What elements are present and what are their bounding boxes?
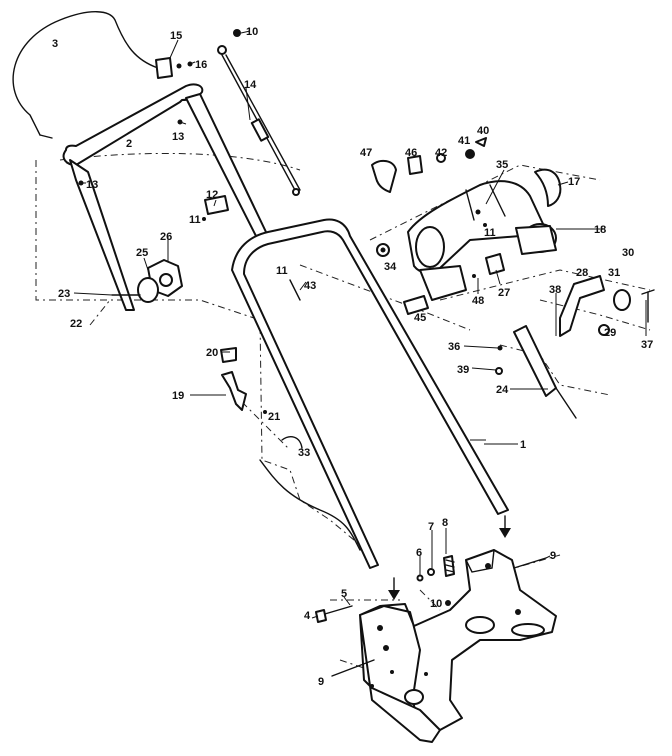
callout-23: 23 (58, 288, 70, 300)
callout-40: 40 (477, 125, 489, 137)
callout-1: 1 (520, 439, 526, 451)
control-cable (12, 11, 159, 139)
callout-3: 3 (52, 38, 58, 50)
callout-24: 24 (496, 384, 509, 396)
callout-46: 46 (405, 147, 417, 159)
callout-22: 22 (70, 318, 82, 330)
callout-21: 21 (268, 411, 280, 423)
callout-13a: 13 (172, 131, 184, 143)
handle-hardware (155, 29, 241, 221)
assembly-arrows (388, 515, 511, 600)
callout-5: 5 (341, 588, 347, 600)
callout-38: 38 (549, 284, 561, 296)
control-housing (407, 180, 557, 301)
callout-39: 39 (457, 364, 469, 376)
callout-9a: 9 (550, 550, 556, 562)
deck-bracket (359, 549, 557, 743)
callout-11b: 11 (276, 265, 288, 277)
callout-29: 29 (604, 327, 616, 339)
callout-18: 18 (594, 224, 606, 236)
leader-lines (73, 30, 647, 619)
callout-8: 8 (442, 517, 448, 529)
callout-34: 34 (384, 261, 397, 273)
callout-47: 47 (360, 147, 372, 159)
callout-14: 14 (244, 79, 257, 91)
callout-labels: 1 2 3 4 5 6 7 8 9 9 10 10 11 11 11 12 13… (52, 26, 653, 688)
callout-45: 45 (414, 312, 426, 324)
callout-9b: 9 (318, 676, 324, 688)
handle-knob-assembly (111, 259, 183, 303)
callout-48: 48 (472, 295, 484, 307)
callout-6: 6 (416, 547, 422, 559)
mounting-bracket (220, 347, 303, 449)
small-control-parts (376, 137, 505, 315)
callout-31: 31 (608, 267, 620, 279)
lever-assembly (495, 275, 655, 419)
callout-19: 19 (172, 390, 184, 402)
callout-7: 7 (428, 521, 434, 533)
lower-cable (259, 459, 361, 551)
callout-11a: 11 (189, 214, 201, 226)
callout-10a: 10 (246, 26, 258, 38)
callout-43: 43 (304, 280, 316, 292)
callout-12: 12 (206, 189, 218, 201)
callout-26: 26 (160, 231, 172, 243)
callout-2: 2 (126, 138, 132, 150)
callout-27: 27 (498, 287, 510, 299)
callout-13b: 13 (86, 179, 98, 191)
callout-20: 20 (206, 347, 218, 359)
callout-41: 41 (458, 135, 470, 147)
lower-handle (231, 218, 509, 569)
callout-15: 15 (170, 30, 182, 42)
cable-rod (217, 45, 301, 196)
callout-36: 36 (448, 341, 460, 353)
callout-33: 33 (298, 447, 310, 459)
callout-28: 28 (576, 267, 588, 279)
curved-shields (371, 159, 562, 207)
callout-4: 4 (304, 610, 311, 622)
callout-16: 16 (195, 59, 207, 71)
deck-hardware (315, 555, 547, 677)
callout-42: 42 (435, 147, 447, 159)
callout-11c: 11 (484, 227, 496, 239)
callout-17: 17 (568, 176, 580, 188)
callout-10b: 10 (430, 598, 442, 610)
callout-25: 25 (136, 247, 148, 259)
callout-37: 37 (641, 339, 653, 351)
callout-30: 30 (622, 247, 634, 259)
callout-35: 35 (496, 159, 508, 171)
